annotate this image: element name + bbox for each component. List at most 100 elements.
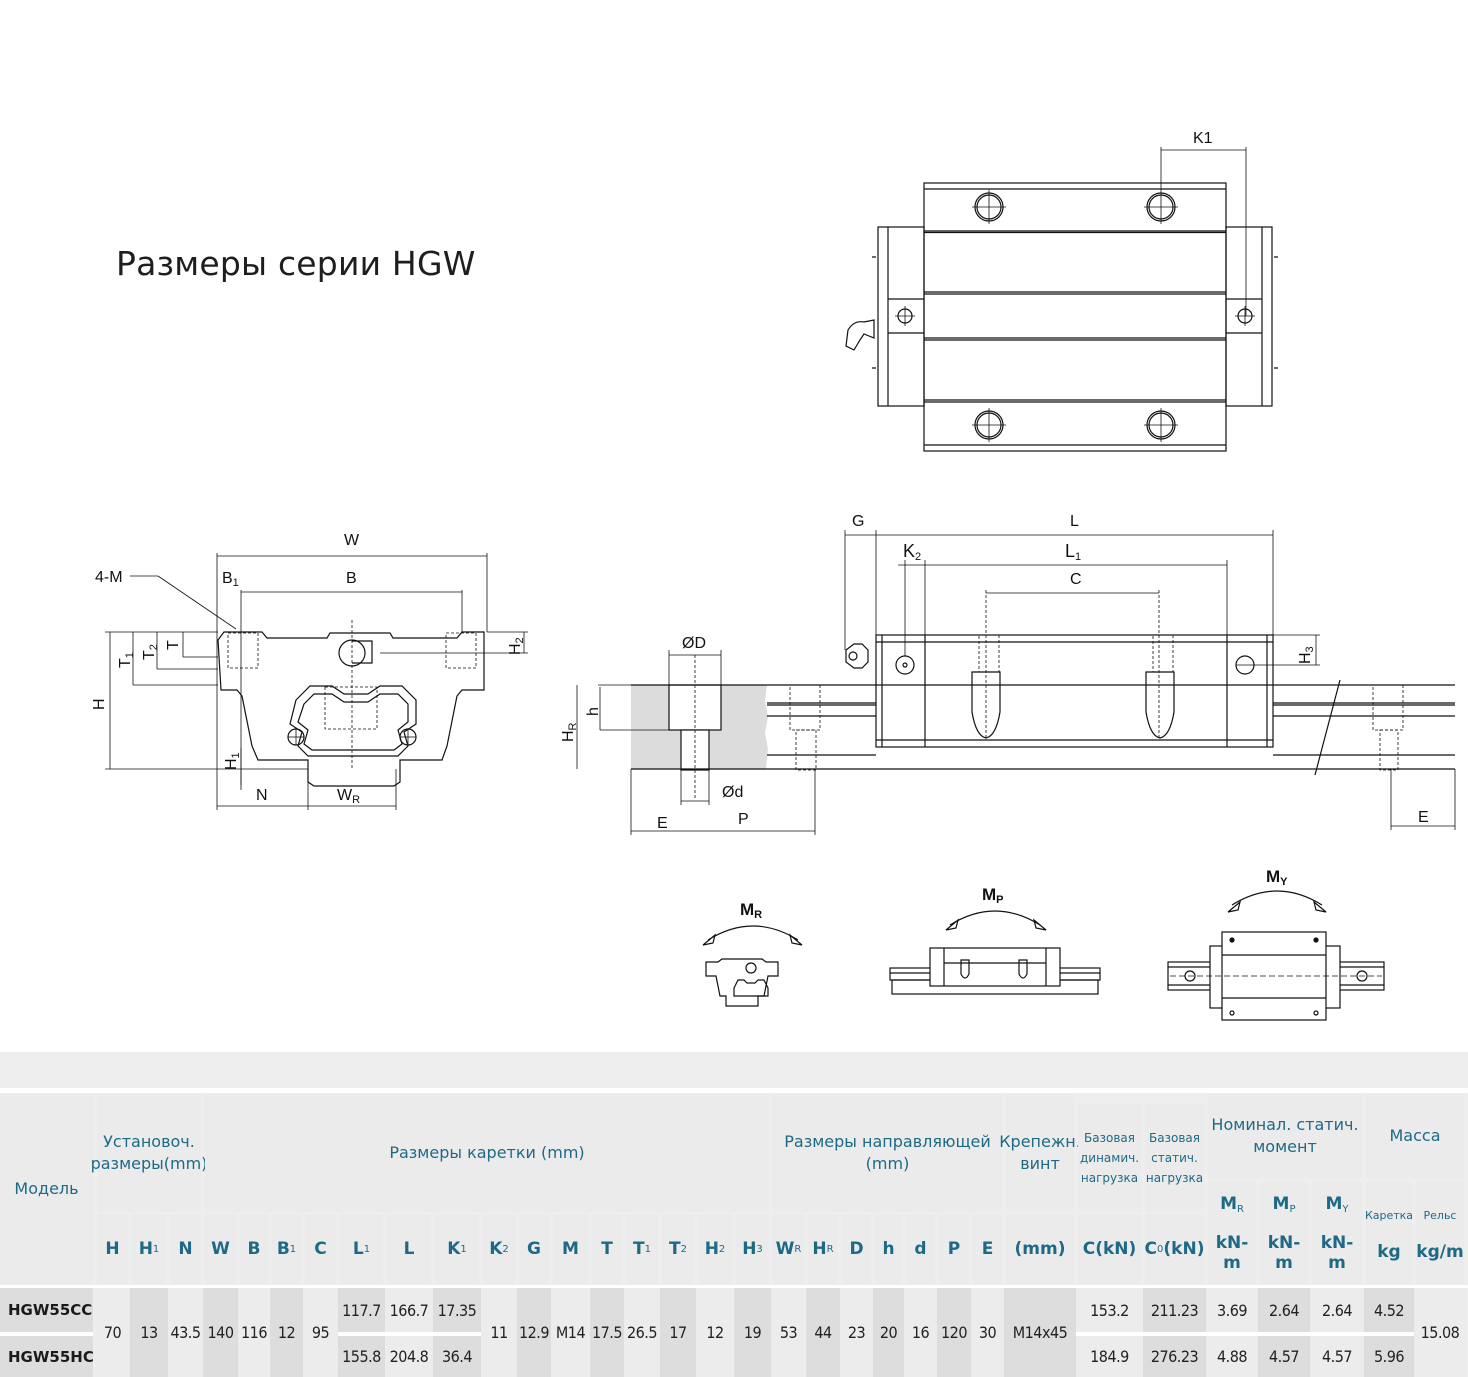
table-row-model: HGW55HC [0, 1336, 94, 1377]
column-header-22: h [875, 1214, 902, 1284]
technical-drawings: K1 [91, 130, 1456, 1021]
label-dia-d-upper: ØD [682, 635, 706, 652]
label-e-right: E [1418, 809, 1429, 826]
table-cell-C: 95 [303, 1288, 338, 1377]
label-t: T [165, 640, 182, 650]
table-cell-L1: 155.8 [338, 1336, 385, 1377]
row-divider [0, 1332, 93, 1336]
table-cell-block_kg: 5.96 [1364, 1336, 1414, 1377]
page-title: Размеры серии HGW [116, 244, 476, 283]
table-top-rule [0, 1088, 1468, 1093]
label-4m: 4-M [95, 569, 123, 586]
table-row-model: HGW55CC [0, 1288, 93, 1332]
table-cell-HR: 44 [806, 1288, 840, 1377]
header-mounting-dimensions: Установоч.размеры(mm) [91, 1094, 207, 1212]
header-model-label: Модель [14, 1179, 79, 1198]
column-header-21: D [842, 1214, 871, 1284]
table-cell-C: 184.9 [1076, 1336, 1143, 1377]
column-header-26: (mm) [1006, 1214, 1074, 1284]
label-w: W [344, 532, 360, 549]
label-l: L [1070, 513, 1079, 530]
table-cell-MR: 3.69 [1206, 1288, 1258, 1332]
table-cell-C: 153.2 [1076, 1288, 1143, 1332]
column-header-23: d [906, 1214, 935, 1284]
label-k1: K1 [1193, 130, 1213, 147]
table-header-rule [0, 1285, 1468, 1288]
table-cell-WR: 53 [771, 1288, 806, 1377]
table-cell-bolt: M14x45 [1004, 1288, 1076, 1377]
label-my: MY [1266, 867, 1288, 888]
table-cell-M: M14 [551, 1288, 590, 1377]
column-header-5: B [240, 1214, 268, 1284]
front-view-drawing: W 4-M B1 B H T1 T2 T H2 H1 N WR [91, 532, 528, 810]
label-wr: WR [337, 787, 360, 806]
table-cell-H: 70 [95, 1288, 130, 1377]
column-header-9: L [387, 1214, 431, 1284]
table-cell-W: 140 [203, 1288, 238, 1377]
label-h2: H2 [507, 637, 526, 655]
column-header-1: H [97, 1214, 128, 1284]
table-cell-N: 43.5 [168, 1288, 203, 1377]
label-h1: H1 [223, 752, 242, 770]
label-h-small: h [585, 707, 602, 716]
header-model: Модель [0, 1094, 93, 1284]
moment-mp-diagram: MP [889, 885, 1101, 995]
table-cell-K1: 17.35 [433, 1288, 481, 1332]
table-cell-P: 120 [937, 1288, 971, 1377]
label-h: H [91, 698, 108, 710]
label-l1: L1 [1065, 541, 1081, 563]
column-header-14: T [592, 1214, 622, 1284]
table-cell-L1: 117.7 [338, 1288, 385, 1332]
header-static-moment: Номинал. статич.момент [1208, 1094, 1362, 1178]
label-dia-d-lower: Ød [722, 784, 743, 801]
label-g: G [852, 513, 864, 530]
table-cell-L: 166.7 [385, 1288, 433, 1332]
moment-my-diagram: MY [1167, 867, 1385, 1021]
column-header-3: N [170, 1214, 201, 1284]
column-header-25: E [973, 1214, 1002, 1284]
table-cell-T: 17.5 [590, 1288, 624, 1377]
column-header-13: M [553, 1214, 588, 1284]
table-cell-block_kg: 4.52 [1364, 1288, 1414, 1332]
table-cell-B1: 12 [270, 1288, 303, 1377]
label-n: N [256, 787, 268, 804]
table-cell-H2: 12 [696, 1288, 734, 1377]
header-rail-dimensions: Размеры направляющей(mm) [773, 1094, 1002, 1212]
label-mp: MP [982, 885, 1004, 906]
table-cell-K2: 11 [481, 1288, 517, 1377]
side-view-drawing: G L K2 L1 C H3 ØD h HR Ød E P E [560, 513, 1456, 835]
label-b: B [346, 570, 357, 587]
label-k2: K2 [903, 541, 921, 563]
table-cell-rail_kgm: 15.08 [1414, 1288, 1466, 1377]
table-cell-L: 204.8 [385, 1336, 433, 1377]
table-cell-K1: 36.4 [433, 1336, 481, 1377]
table-cell-MY: 2.64 [1310, 1288, 1364, 1332]
label-b1: B1 [222, 570, 239, 589]
table-cell-H1: 13 [130, 1288, 168, 1377]
table-cell-D: 23 [840, 1288, 873, 1377]
label-mr: MR [740, 900, 762, 921]
label-c: C [1070, 571, 1082, 588]
column-header-12: G [519, 1214, 549, 1284]
top-view-drawing: K1 [845, 130, 1278, 452]
column-header-24: P [939, 1214, 969, 1284]
column-header-27: C(kN) [1078, 1214, 1141, 1284]
table-cell-C0: 276.23 [1143, 1336, 1206, 1377]
label-t2: T2 [141, 644, 160, 660]
table-cell-h: 20 [873, 1288, 904, 1377]
header-bolt: Крепежн.винт [999, 1094, 1081, 1212]
label-e-left: E [657, 815, 668, 832]
label-t1: T1 [117, 652, 136, 668]
column-header-7: C [305, 1214, 336, 1284]
